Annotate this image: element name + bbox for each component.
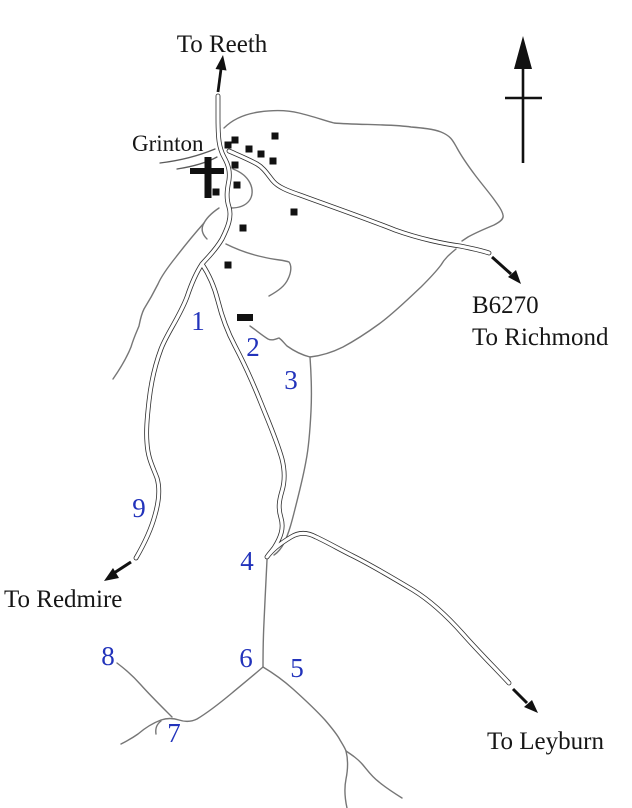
building-square-icon: [233, 181, 241, 189]
waypoint-8: 8: [101, 641, 115, 671]
waypoint-labels: 1 2 3 4 5 6 7 8 9: [101, 306, 304, 748]
building-square-icon: [224, 141, 232, 149]
direction-arrows: [104, 55, 538, 713]
west-boundary-line: [112, 222, 205, 380]
road-reeth-to-redmire-fill: [134, 94, 232, 560]
label-to-leyburn: To Leyburn: [487, 728, 604, 755]
grinton-lane-lower: [176, 156, 218, 170]
village-east-loop: [230, 168, 253, 209]
waypoint-4: 4: [240, 546, 254, 576]
building-square-icon: [245, 145, 253, 153]
church-cross-icon: [190, 157, 224, 198]
boundary-lines: [112, 109, 504, 808]
boundary-line-2: [249, 325, 311, 358]
label-to-richmond: To Richmond: [472, 324, 609, 351]
waypoint-5: 5: [290, 653, 304, 683]
road-reeth-to-redmire: [133, 93, 233, 561]
waypoint-6: 6: [239, 643, 253, 673]
village-west-lens: [201, 207, 220, 240]
road-b6270-fill: [227, 149, 491, 255]
track-fork-right: [345, 750, 403, 799]
direction-arrow-head-leyburn: [524, 700, 538, 713]
small-arc-7: [155, 720, 162, 735]
field-hook-line: [225, 243, 292, 297]
church-cross-vertical: [204, 157, 212, 198]
waypoint-2: 2: [246, 332, 260, 362]
label-grinton: Grinton: [132, 131, 204, 156]
building-markers: [212, 132, 298, 321]
track-fork-down: [344, 750, 349, 808]
building-square-icon: [231, 161, 239, 169]
label-to-redmire: To Redmire: [4, 586, 122, 613]
barn-bar-icon: [237, 314, 253, 321]
waypoint-9: 9: [132, 493, 146, 523]
label-b6270: B6270: [472, 292, 539, 319]
track-hairpin-to-junction: [262, 559, 268, 668]
track-junction-west: [120, 666, 264, 745]
direction-arrow-icon-leyburn: [511, 687, 529, 705]
road-b6270: [226, 148, 492, 256]
north-arrow-icon: [505, 36, 542, 163]
road-casings: [133, 93, 512, 686]
building-square-icon: [212, 188, 220, 196]
direction-arrow-icon-redmire: [113, 560, 132, 575]
grinton-lane-upper: [159, 148, 216, 164]
waypoint-1: 1: [191, 306, 205, 336]
building-square-icon: [231, 136, 239, 144]
building-square-icon: [224, 261, 232, 269]
place-labels: To Reeth Grinton B6270 To Richmond To Re…: [4, 31, 609, 755]
track-junction-southeast: [262, 666, 347, 752]
building-square-icon: [239, 224, 247, 232]
road-fork-to-leyburn-fill: [200, 262, 511, 685]
grinton-lane: [159, 148, 218, 170]
road-fills: [134, 94, 511, 685]
waypoint-3: 3: [284, 365, 298, 395]
building-square-icon: [290, 208, 298, 216]
roads: [133, 93, 512, 686]
direction-arrow-head-reeth: [215, 55, 227, 71]
church-cross-horizontal: [190, 168, 224, 174]
label-to-reeth: To Reeth: [177, 31, 268, 58]
enclosure-north-boundary: [223, 109, 504, 242]
road-fork-to-leyburn: [199, 261, 512, 686]
north-arrow-head: [514, 36, 532, 69]
building-square-icon: [271, 132, 279, 140]
direction-arrow-head-richmond: [508, 270, 521, 284]
direction-arrow-head-redmire: [104, 568, 119, 581]
waypoint-7: 7: [167, 718, 181, 748]
building-square-icon: [257, 150, 265, 158]
building-square-icon: [269, 157, 277, 165]
track-spur-8: [116, 662, 173, 718]
direction-arrow-icon-richmond: [490, 255, 513, 276]
direction-arrow-icon-reeth: [216, 68, 223, 93]
enclosure-south-boundary: [309, 248, 457, 358]
